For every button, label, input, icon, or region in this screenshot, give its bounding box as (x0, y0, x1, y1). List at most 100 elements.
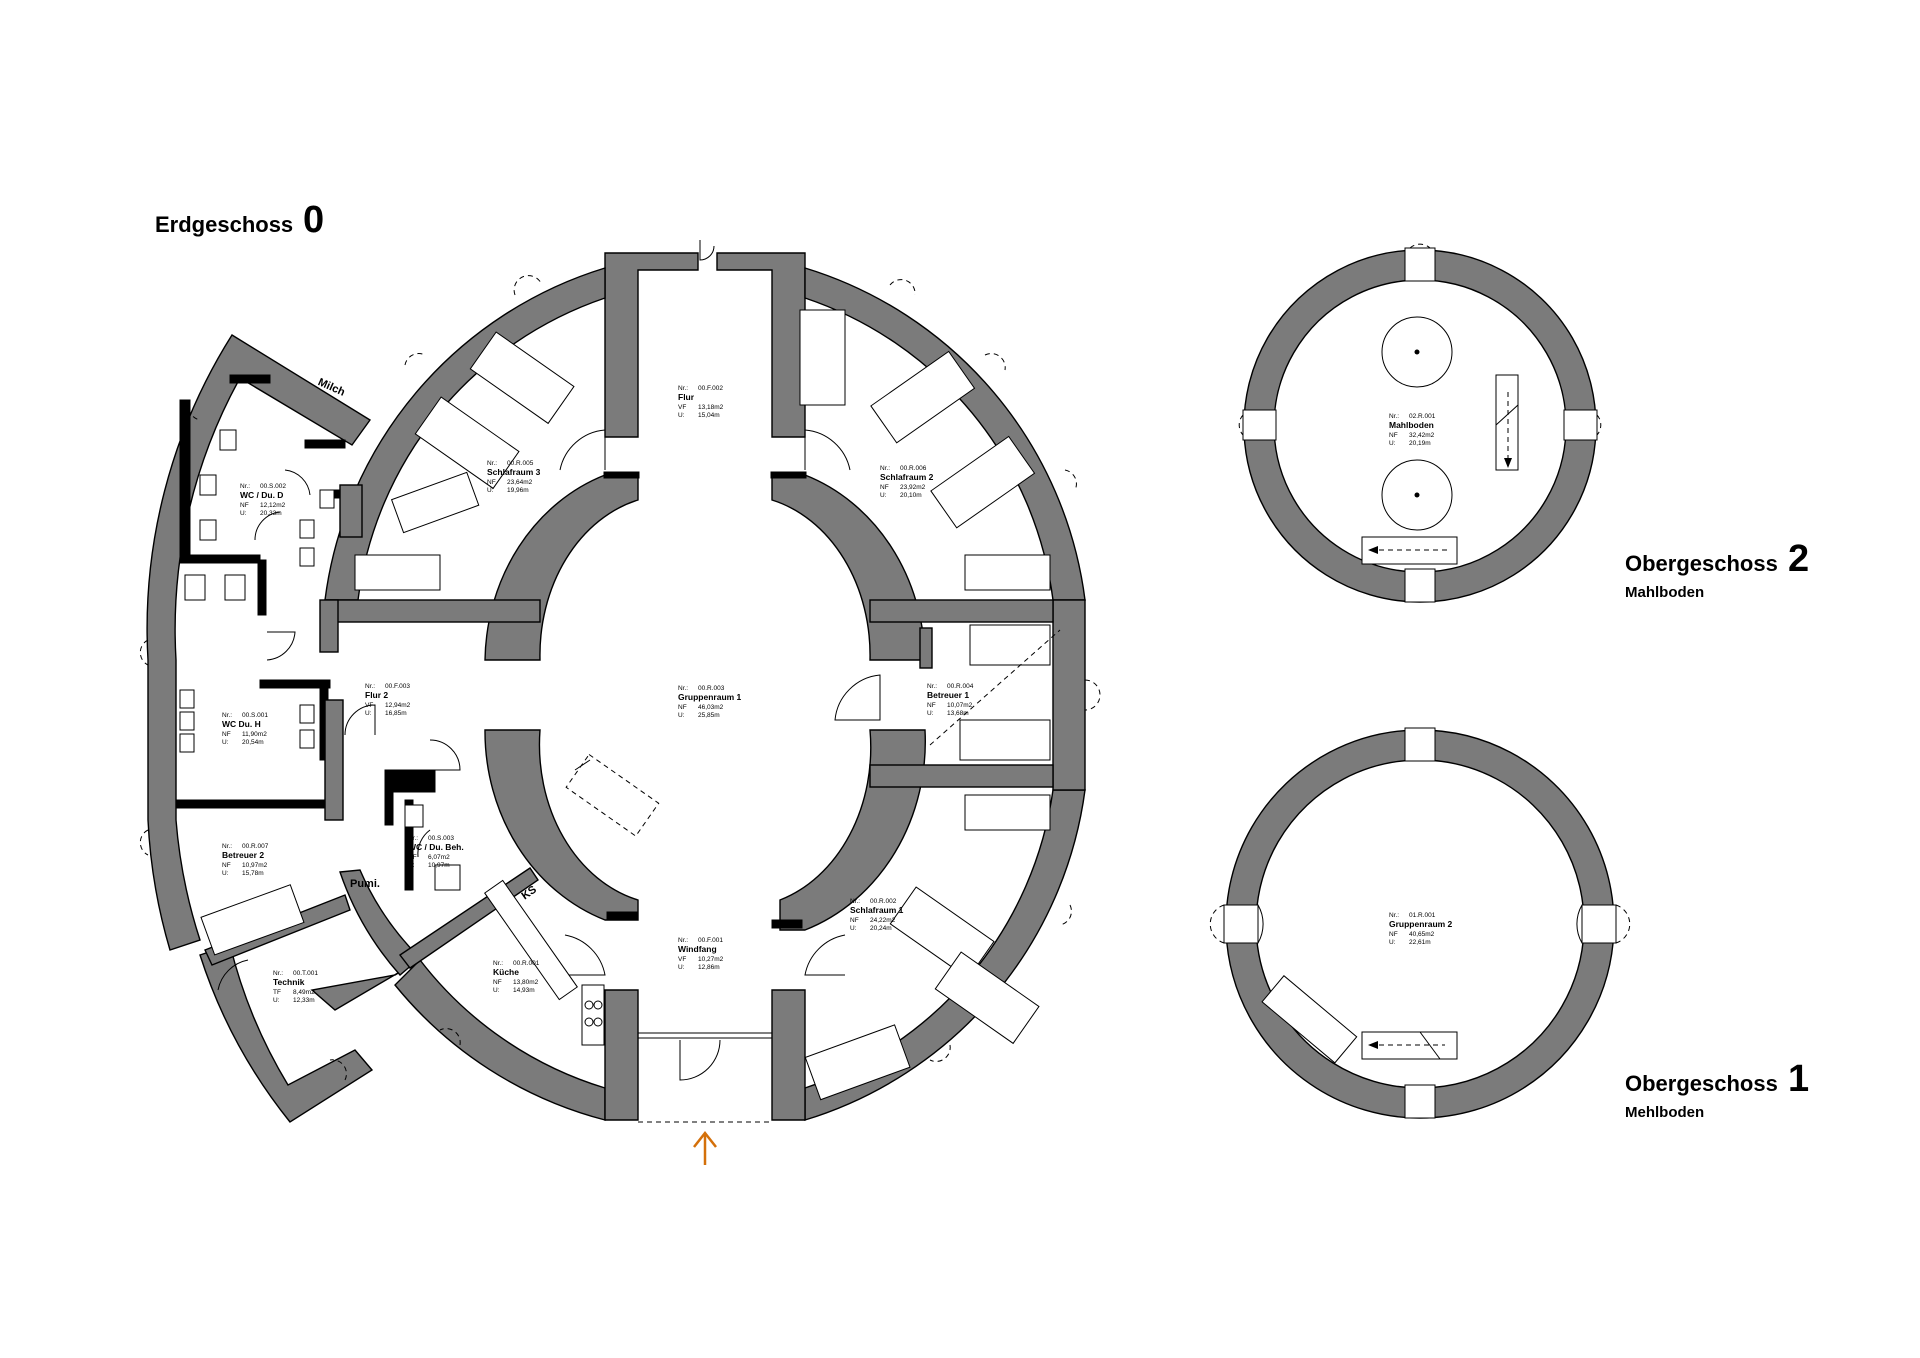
room-stamp-area: 10,07m2 (947, 702, 973, 709)
room-stamp-area: 8,49m2 (293, 989, 315, 996)
room-stamp-code: 00.F.002 (698, 385, 723, 392)
room-stamp-nr: Nr.: (678, 385, 688, 392)
room-stamp-nr: Nr.: (365, 683, 375, 690)
ground-floor-plan: Milch Pumi. KS (139, 240, 1101, 1165)
room-stamp-name: Flur (678, 392, 695, 402)
wall-cap-1 (603, 471, 640, 479)
sanitary-fixtures (179, 429, 605, 1046)
room-stamp-nr: Nr.: (678, 937, 688, 944)
doors (217, 240, 881, 1081)
room-stamp-perim: 14,93m (513, 987, 535, 994)
room-stamp-area: 40,65m2 (1409, 931, 1435, 938)
svg-text:2: 2 (1788, 538, 1809, 580)
room-stamp-area-label: NF (240, 502, 249, 509)
room-stamp-nr: Nr.: (487, 460, 497, 467)
room-stamp-code: 00.R.004 (947, 683, 974, 690)
wall-stub-a (319, 599, 339, 653)
room-stamp-perim-label: U: (678, 412, 685, 419)
wall-cap-4 (606, 911, 638, 921)
left-wing-outer-wall (146, 334, 372, 951)
room-stamp-perim: 20,33m (260, 510, 282, 517)
room-stamp-name: Flur 2 (365, 690, 388, 700)
room-stamp-perim-label: U: (927, 710, 934, 717)
room-stamp-perim-label: U: (240, 510, 247, 517)
room-stamp-nr: Nr.: (408, 835, 418, 842)
room-stamp-area: 13,18m2 (698, 404, 724, 411)
room-stamp-name: WC / Du. D (240, 490, 283, 500)
inner-arc-bottom-left (484, 729, 639, 921)
stair-dashed (565, 753, 660, 837)
wall-stub-b (324, 699, 344, 821)
wall-east-lower (869, 764, 1054, 788)
room-stamp-area-label: NF (408, 854, 417, 861)
wall-east-stub (919, 627, 933, 669)
room-stamp-area: 23,92m2 (900, 484, 926, 491)
front-wall-right (771, 989, 806, 1121)
room-stamp-perim-label: U: (678, 712, 685, 719)
room-stamp-perim: 25,85m (698, 712, 720, 719)
room-stamp-perim: 12,86m (698, 964, 720, 971)
wall-cap-3 (771, 919, 803, 929)
svg-text:Obergeschoss: Obergeschoss (1625, 1071, 1778, 1096)
room-stamp-name: Küche (493, 967, 519, 977)
room-stamp-code: 00.R.001 (513, 960, 540, 967)
room-stamp-area-label: NF (678, 704, 687, 711)
room-stamp-perim-label: U: (273, 997, 280, 1004)
room-stamp-perim-label: U: (678, 964, 685, 971)
room-stamp-perim-label: U: (850, 925, 857, 932)
inner-arc-top-left (484, 474, 639, 661)
outer-wall-right (1052, 599, 1086, 791)
room-stamp-perim: 20,10m (900, 492, 922, 499)
room-stamp-name: Schlafraum 3 (487, 467, 541, 477)
room-stamp-code: 00.R.003 (698, 685, 725, 692)
room-stamp-perim-label: U: (880, 492, 887, 499)
wall-cap-2 (770, 471, 807, 479)
room-stamp-name: Gruppenraum 2 (1389, 919, 1453, 929)
outer-wall-top-right (716, 252, 806, 438)
room-stamp-perim: 12,33m (293, 997, 315, 1004)
svg-text:Mahlboden: Mahlboden (1625, 584, 1704, 601)
room-stamp-area-label: NF (927, 702, 936, 709)
room-stamp-code: 00.R.005 (507, 460, 534, 467)
label-pumi: Pumi. (350, 878, 380, 890)
room-stamp-perim-label: U: (365, 710, 372, 717)
room-stamp-area: 13,80m2 (513, 979, 539, 986)
title-upper-floor-1: Obergeschoss 1 Mehlboden (1625, 1058, 1809, 1121)
room-stamp-perim: 19,96m (507, 487, 529, 494)
room-stamp-perim-label: U: (1389, 939, 1396, 946)
room-stamp-nr: Nr.: (880, 465, 890, 472)
room-stamp-nr: Nr.: (678, 685, 688, 692)
room-stamp-perim-label: U: (493, 987, 500, 994)
room-stamp-perim: 13,68m (947, 710, 969, 717)
room-stamp-perim-label: U: (222, 739, 229, 746)
room-stamp-name: Gruppenraum 1 (678, 692, 742, 702)
room-stamp-name: Technik (273, 977, 305, 987)
room-stamp-name: Schlafraum 2 (880, 472, 934, 482)
room-stamp-area-label: TF (273, 989, 281, 996)
svg-text:0: 0 (303, 199, 324, 241)
room-stamp-code: 00.R.002 (870, 898, 897, 905)
room-stamp-perim-label: U: (487, 487, 494, 494)
ground-windows (139, 275, 1101, 1081)
room-stamp-area: 12,94m2 (385, 702, 411, 709)
entrance-arrow-icon (693, 1130, 717, 1165)
furniture-beds (200, 309, 1061, 1101)
room-stamp-perim: 10,97m (428, 862, 450, 869)
room-stamp-nr: Nr.: (1389, 912, 1399, 919)
room-stamp-area-label: NF (1389, 931, 1398, 938)
front-wall-left (604, 989, 639, 1121)
ladder-upper2 (1495, 374, 1519, 471)
